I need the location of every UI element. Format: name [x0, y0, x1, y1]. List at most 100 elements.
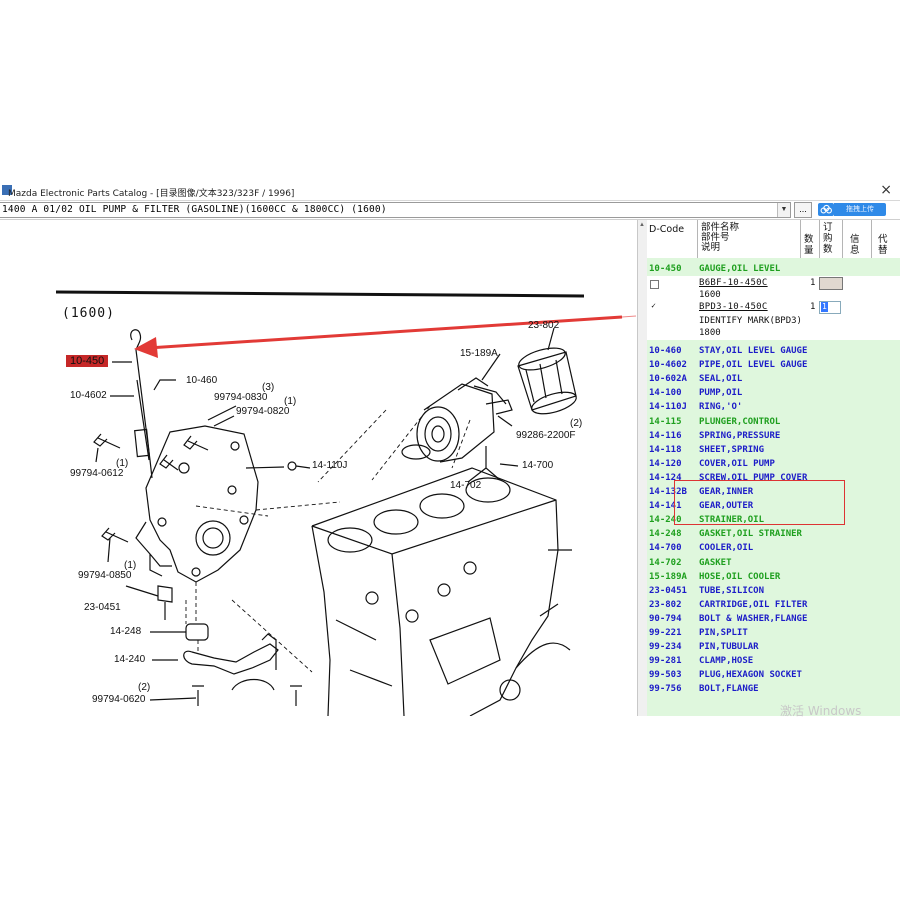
order-qty-value: 1: [821, 302, 828, 312]
description: SPRING,PRESSURE: [699, 430, 781, 441]
header-substitute[interactable]: 代替: [878, 234, 888, 256]
description: TUBE,SILICON: [699, 585, 765, 596]
list-item[interactable]: 90-794 BOLT & WASHER,FLANGE: [647, 612, 900, 626]
dcode: 99-503: [649, 670, 682, 681]
callout-15-189a[interactable]: 15-189A: [460, 348, 498, 359]
list-item[interactable]: 10-450 GAUGE,OIL LEVEL: [647, 262, 900, 276]
dcode: 15-189A: [649, 571, 687, 582]
callout-99794-0612[interactable]: 99794-0612: [70, 468, 124, 479]
callout-99794-0850[interactable]: 99794-0850: [78, 570, 132, 581]
header-part-name[interactable]: 部件名称: [701, 222, 740, 233]
callout-14-700[interactable]: 14-700: [522, 460, 554, 471]
callout-10-450[interactable]: 10-450: [66, 355, 109, 367]
description: STAY,OIL LEVEL GAUGE: [699, 346, 808, 356]
dcode: 10-450: [649, 264, 682, 274]
chevron-down-icon[interactable]: ▼: [777, 203, 790, 217]
cloud-icon[interactable]: [818, 203, 834, 216]
header-info[interactable]: 信息: [850, 234, 860, 256]
part-variant-row[interactable]: B6BF-10-450C 1 1600: [647, 276, 900, 300]
variant-note: IDENTIFY MARK(BPD3): [699, 316, 802, 326]
description: SEAL,OIL: [699, 374, 743, 385]
part-variant-row-selected[interactable]: ✓ BPD3-10-450C 1 1 IDENTIFY MARK(BPD3) 1…: [647, 300, 900, 340]
header-order-qty[interactable]: 订购数: [823, 222, 833, 255]
title-bar: Mazda Electronic Parts Catalog - [目录图像/文…: [0, 180, 900, 200]
callout-99794-0620[interactable]: 99794-0620: [92, 694, 146, 705]
description: COOLER,OIL: [699, 543, 754, 554]
dcode: 90-794: [649, 613, 682, 624]
description: PIN,TUBULAR: [699, 642, 759, 653]
callout-14-248[interactable]: 14-248: [110, 626, 142, 637]
part-number[interactable]: BPD3-10-450C: [699, 302, 768, 312]
header-part-no[interactable]: 部件号: [701, 232, 730, 243]
order-qty-input[interactable]: [819, 277, 843, 290]
window-title: Mazda Electronic Parts Catalog - [目录图像/文…: [8, 189, 295, 199]
browse-button[interactable]: ...: [794, 202, 812, 218]
qty-99794-0612: (1): [116, 458, 129, 469]
checkmark-icon[interactable]: ✓: [651, 301, 656, 310]
order-qty-input[interactable]: 1: [819, 301, 841, 314]
callout-14-702[interactable]: 14-702: [450, 480, 482, 491]
header-dcode[interactable]: D-Code: [649, 224, 685, 235]
description: GAUGE,OIL LEVEL: [699, 264, 781, 274]
dcode: 14-124: [649, 472, 682, 483]
callout-14-110j[interactable]: 14-110J: [312, 460, 348, 471]
description: COVER,OIL PUMP: [699, 458, 775, 469]
select-checkbox[interactable]: [650, 280, 659, 289]
callout-99794-0830[interactable]: 99794-0830: [214, 392, 268, 403]
quantity: 1: [810, 278, 816, 288]
description: GASKET,OIL STRAINER: [699, 529, 802, 540]
dcode: 99-281: [649, 656, 682, 667]
dcode: 10-602A: [649, 374, 687, 385]
callout-10-4602[interactable]: 10-4602: [70, 390, 107, 401]
description: STRAINER,OIL: [699, 515, 765, 526]
section-select[interactable]: 1400 A 01/02 OIL PUMP & FILTER (GASOLINE…: [0, 202, 791, 218]
callout-10-460[interactable]: 10-460: [186, 375, 218, 386]
description: GASKET: [699, 557, 732, 568]
callout-99286-2200f[interactable]: 99286-2200F: [516, 430, 576, 441]
description: RING,'O': [699, 402, 743, 413]
callout-99794-0820[interactable]: 99794-0820: [236, 406, 290, 417]
upload-button[interactable]: 拖拽上传: [834, 203, 886, 216]
dcode: 14-115: [649, 416, 682, 427]
diagram-lines: [55, 290, 637, 716]
app-icon: [2, 185, 12, 195]
callout-14-240[interactable]: 14-240: [114, 654, 146, 665]
close-icon[interactable]: ×: [880, 182, 892, 198]
description: BOLT & WASHER,FLANGE: [699, 613, 808, 624]
callout-23-802[interactable]: 23-802: [528, 320, 560, 331]
toolbar: 1400 A 01/02 OIL PUMP & FILTER (GASOLINE…: [0, 200, 900, 220]
list-item[interactable]: 99-281 CLAMP,HOSE: [647, 654, 900, 668]
list-item[interactable]: 10-602A SEAL,OIL: [647, 372, 900, 386]
parts-diagram: (1600) 10-450 10-460 10-4602 (3) 99794-0…: [0, 220, 638, 716]
part-number[interactable]: B6BF-10-450C: [699, 278, 768, 288]
callout-23-0451[interactable]: 23-0451: [84, 602, 121, 613]
header-description[interactable]: 说明: [701, 242, 721, 253]
variant-note: 1800: [699, 328, 721, 338]
scroll-up-icon[interactable]: ▲: [639, 222, 645, 228]
description: PIPE,OIL LEVEL GAUGE: [699, 360, 808, 371]
description: CLAMP,HOSE: [699, 656, 754, 667]
header-qty[interactable]: 数量: [804, 234, 814, 256]
